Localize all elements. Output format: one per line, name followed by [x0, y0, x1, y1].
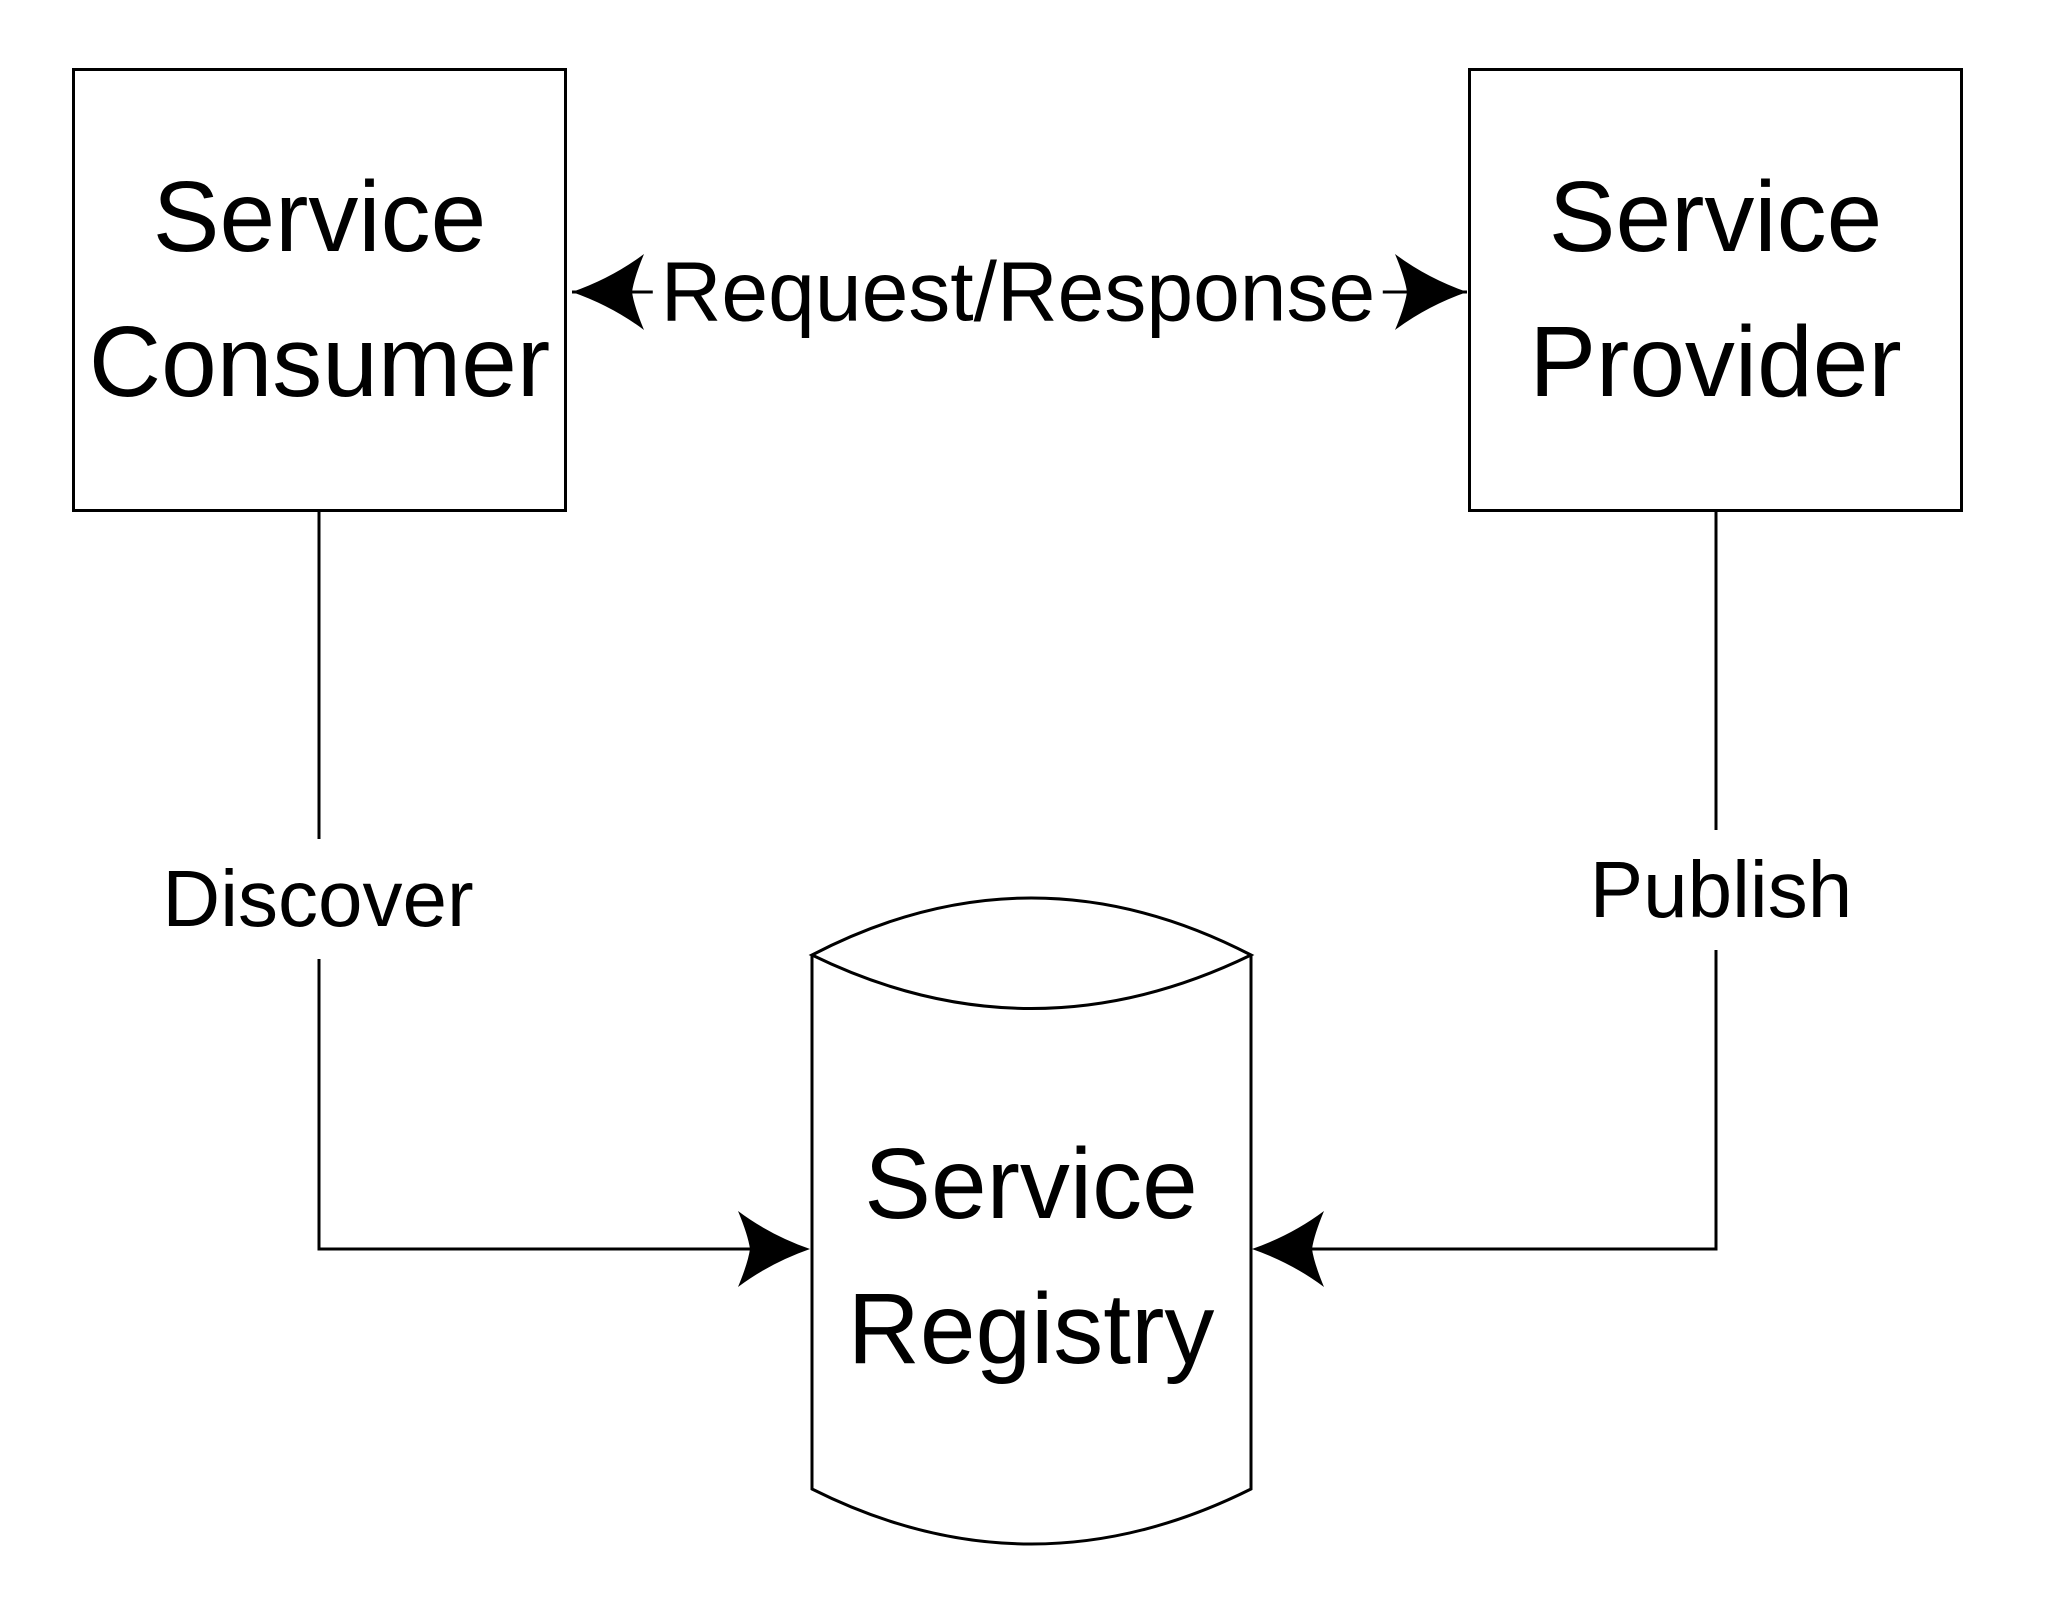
node-service-provider: Service Provider — [1468, 68, 1963, 512]
discover-connector-line — [317, 512, 772, 1251]
arrowhead-into-registry-right-icon — [1252, 1211, 1324, 1287]
service-registry-label-line2: Registry — [847, 1273, 1215, 1385]
registry-cylinder-body — [810, 955, 1253, 1546]
arrowhead-left-icon — [572, 254, 644, 330]
node-service-consumer: Service Consumer — [72, 68, 567, 512]
service-provider-label-line1: Service — [1548, 161, 1883, 273]
request-response-edge-label: Request/Response — [652, 241, 1384, 343]
service-registry-label-line1: Service — [864, 1128, 1198, 1240]
service-consumer-label-line1: Service — [152, 161, 487, 273]
service-provider-label: Service Provider — [1529, 145, 1901, 435]
service-consumer-label: Service Consumer — [89, 145, 550, 435]
arrowhead-right-icon — [1395, 254, 1467, 330]
service-provider-label-line2: Provider — [1529, 306, 1902, 418]
node-service-registry-label: Service Registry — [806, 1112, 1256, 1402]
discover-edge-label: Discover — [158, 839, 478, 959]
registry-cylinder-top — [808, 896, 1255, 1010]
publish-connector-line — [1290, 512, 1718, 1251]
arrowhead-into-registry-left-icon — [738, 1211, 810, 1287]
publish-edge-label: Publish — [1585, 830, 1857, 950]
service-consumer-label-line2: Consumer — [88, 306, 551, 418]
